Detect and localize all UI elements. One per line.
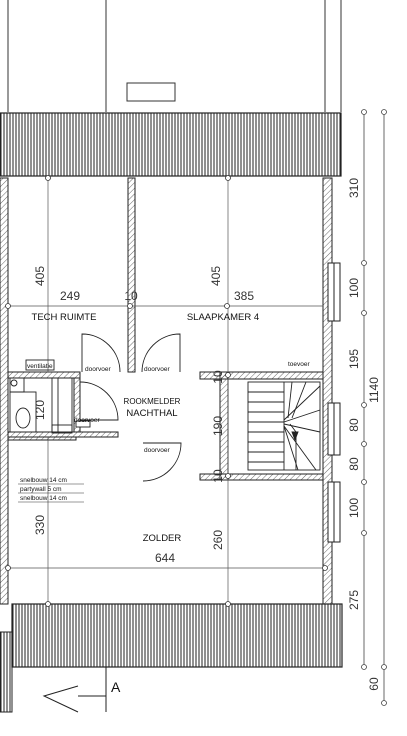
- roof-window: [126, 82, 176, 102]
- room-zolder: ZOLDER: [143, 533, 182, 544]
- dim-right-275: 275: [347, 590, 361, 610]
- doors: [75, 333, 182, 482]
- dim-right-100-a: 100: [347, 278, 361, 298]
- wall-note-3: snelbouw 14 cm: [20, 495, 67, 502]
- room-tech-ruimte: TECH RUIMTE: [32, 312, 97, 323]
- label-toevoer: toevoer: [288, 361, 311, 368]
- outer-walls: [0, 177, 333, 605]
- dimension-nodes: [5, 175, 328, 607]
- dim-120: 120: [33, 400, 47, 420]
- tech-fixtures: [9, 359, 73, 434]
- upper-outline: [7, 0, 342, 112]
- room-rookmelder: ROOKMELDER: [124, 397, 181, 406]
- dim-right-100-b: 100: [347, 498, 361, 518]
- label-doorvoer-3: doorvoer: [74, 417, 100, 424]
- dim-260: 260: [211, 530, 225, 550]
- roof-band-bottom: [0, 603, 343, 713]
- dim-right-310: 310: [347, 178, 361, 198]
- dim-10-side-a: 10: [211, 370, 225, 384]
- roof-band-top: [0, 112, 342, 177]
- dim-249: 249: [60, 289, 80, 303]
- interior-walls: [7, 177, 324, 481]
- dim-644: 644: [155, 551, 175, 565]
- right-dimension-chain: [361, 109, 387, 706]
- dim-330: 330: [33, 515, 47, 535]
- section-marker: [42, 667, 107, 713]
- dim-10-top: 10: [124, 289, 138, 303]
- dim-right-80-a: 80: [347, 418, 361, 432]
- dim-right-80-b: 80: [347, 457, 361, 471]
- room-nachthal: NACHTHAL: [126, 408, 177, 419]
- wall-note-underlines: [18, 483, 84, 503]
- dim-right-60: 60: [367, 677, 381, 691]
- dim-right-195: 195: [347, 349, 361, 369]
- wall-note-1: snelbouw 14 cm: [20, 477, 67, 484]
- dim-385: 385: [234, 289, 254, 303]
- right-windows: [327, 262, 341, 543]
- dim-right-1140: 1140: [367, 377, 381, 403]
- label-doorvoer-1: doorvoer: [85, 366, 111, 373]
- dim-405-mid: 405: [209, 266, 223, 286]
- label-ventilatie: ventilatie: [27, 363, 53, 370]
- dim-405-left: 405: [33, 266, 47, 286]
- dim-10-side-b: 10: [211, 469, 225, 483]
- room-slaapkamer-4: SLAAPKAMER 4: [187, 312, 259, 323]
- dim-190: 190: [211, 416, 225, 436]
- section-mark-a: A: [111, 679, 121, 695]
- label-doorvoer-2: doorvoer: [144, 366, 170, 373]
- interior-dimension-lines: [8, 178, 323, 604]
- wall-note-2: partywall 5 cm: [20, 486, 62, 493]
- staircase: [247, 381, 321, 471]
- label-doorvoer-4: doorvoer: [144, 447, 170, 454]
